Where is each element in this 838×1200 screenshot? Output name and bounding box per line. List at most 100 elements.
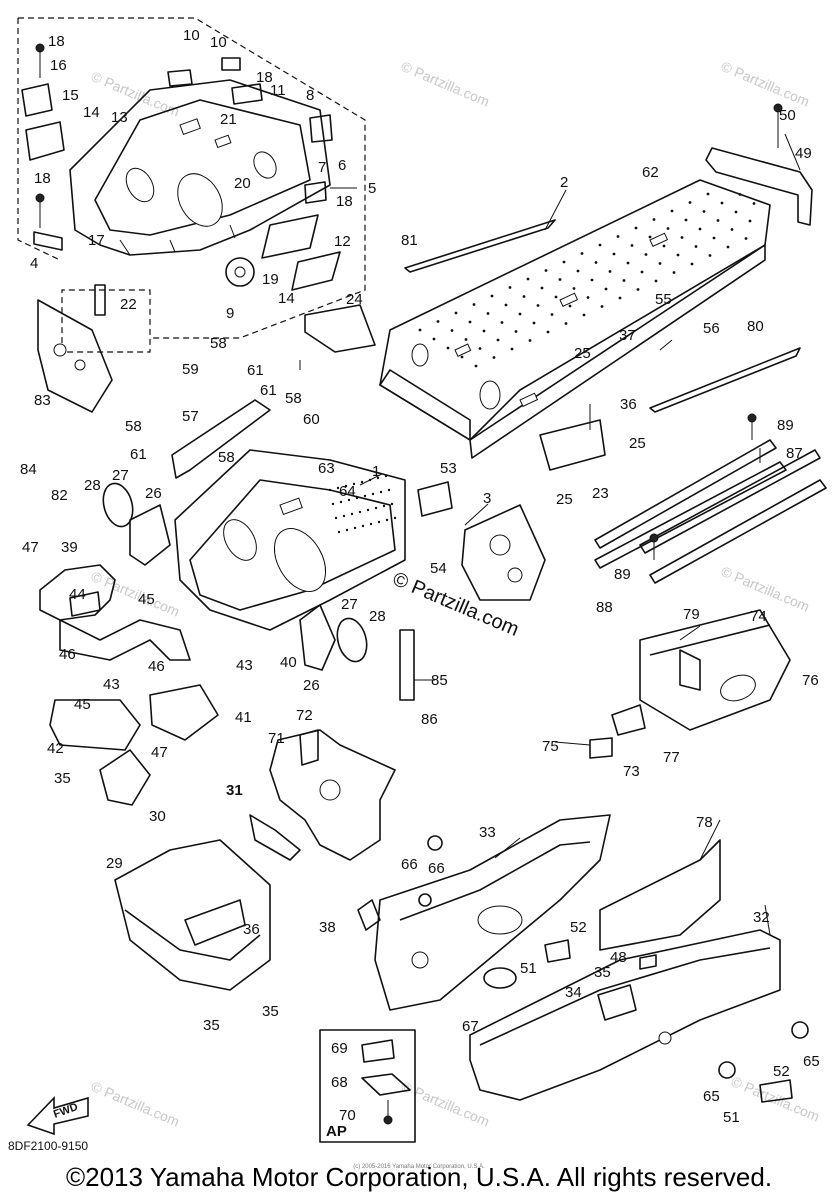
- plate-53: [417, 481, 453, 517]
- rivet-dot: [706, 192, 710, 196]
- rivet-dot: [528, 339, 532, 342]
- callout-79: 79: [683, 606, 700, 623]
- callout-65: 65: [803, 1053, 820, 1070]
- callout-18: 18: [34, 170, 51, 187]
- rails-87-88: [594, 413, 827, 584]
- vent-31: [249, 814, 301, 861]
- callout-46: 46: [148, 658, 165, 675]
- grommet-65b: [718, 1061, 736, 1079]
- callout-45: 45: [138, 591, 155, 608]
- watermark: © Partzilla.com: [719, 563, 812, 615]
- bracket-4-22: [37, 284, 113, 413]
- bracket-24: [304, 304, 376, 353]
- callout-36: 36: [243, 921, 260, 938]
- rivet-dot: [522, 295, 526, 298]
- callout-43: 43: [103, 676, 120, 693]
- callout-28: 28: [369, 608, 386, 625]
- callout-26: 26: [303, 677, 320, 694]
- rivet-dot: [532, 321, 536, 325]
- boot-26-27-left: [102, 482, 171, 566]
- rivet-dot: [382, 504, 386, 508]
- grommet-65a: [791, 1021, 809, 1039]
- rivet-dot: [363, 494, 367, 498]
- callout-64: 64: [339, 483, 356, 500]
- rivet-dot: [712, 236, 716, 240]
- callout-57: 57: [182, 408, 199, 425]
- rivet-dot: [568, 304, 572, 308]
- callout-81: 81: [401, 232, 418, 249]
- callout-66: 66: [401, 856, 418, 873]
- callout-18: 18: [48, 33, 65, 50]
- callout-16: 16: [50, 57, 67, 74]
- callout-54: 54: [430, 560, 447, 577]
- callout-45: 45: [74, 696, 91, 713]
- rivet-dot: [366, 508, 370, 512]
- callout-35: 35: [262, 1003, 279, 1020]
- watermark: © Partzilla.com: [89, 1078, 182, 1130]
- callout-3: 3: [483, 490, 491, 507]
- callout-numbers: 1 2 3 4 5 6 7 8 9 10 10 11 12 13 14 14 1…: [20, 27, 820, 1126]
- rivet-dot: [640, 270, 644, 274]
- rivet-dot: [616, 235, 620, 238]
- callout-10: 10: [210, 34, 227, 51]
- callout-15: 15: [62, 87, 79, 104]
- bolt-70-head: [383, 1115, 393, 1125]
- callout-52: 52: [773, 1063, 790, 1080]
- callout-32: 32: [753, 909, 770, 926]
- callout-35: 35: [54, 770, 71, 787]
- rivet-dot: [390, 502, 394, 506]
- callout-74: 74: [750, 608, 767, 625]
- rivet-dot: [672, 271, 676, 274]
- rivet-dot: [393, 516, 397, 520]
- bracket-23: [539, 419, 606, 471]
- rivet-dot: [690, 262, 694, 266]
- callout-58: 58: [125, 418, 142, 435]
- callout-18: 18: [336, 193, 353, 210]
- rivet-dot: [474, 364, 478, 368]
- callout-35: 35: [203, 1017, 220, 1034]
- callout-55: 55: [655, 291, 672, 308]
- rivet-dot: [361, 524, 365, 528]
- callout-82: 82: [51, 487, 68, 504]
- rivet-dot: [688, 201, 692, 204]
- rivet-dot: [694, 245, 698, 248]
- callout-70: 70: [339, 1107, 356, 1124]
- rivet-dot: [744, 237, 748, 240]
- rivet-dot: [626, 261, 630, 265]
- rivet-dot: [676, 253, 680, 257]
- callout-89: 89: [777, 417, 794, 434]
- plates-12-19-9: [225, 114, 341, 291]
- rivet-dot: [504, 303, 508, 307]
- watermark: © Partzilla.com: [729, 1073, 822, 1125]
- rivet-dot: [698, 227, 702, 231]
- callout-73: 73: [623, 763, 640, 780]
- callout-52: 52: [570, 919, 587, 936]
- callout-14: 14: [83, 104, 100, 121]
- rivet-dot: [360, 480, 364, 484]
- callout-41: 41: [235, 709, 252, 726]
- callout-65: 65: [703, 1088, 720, 1105]
- rivet-dot: [369, 522, 373, 526]
- rivet-dot: [464, 338, 468, 341]
- pad-73: [611, 704, 646, 736]
- rivet-dot: [612, 252, 616, 256]
- bracket-85: [399, 629, 415, 701]
- rivet-dot: [576, 269, 580, 273]
- callout-63: 63: [318, 460, 335, 477]
- callout-18: 18: [256, 69, 273, 86]
- bracket-30: [99, 749, 151, 806]
- rivet-dot: [347, 498, 351, 502]
- rivet-dot: [662, 244, 666, 248]
- watermark: © Partzilla.com: [89, 568, 182, 620]
- bumper-39: [39, 564, 191, 661]
- callout-27: 27: [341, 596, 358, 613]
- clip-48: [639, 954, 657, 970]
- rivet-dot: [748, 219, 752, 223]
- bracket-17: [33, 193, 63, 251]
- callout-61: 61: [260, 382, 277, 399]
- callout-23: 23: [592, 485, 609, 502]
- grommets-10: [167, 57, 263, 105]
- rivet-dot: [648, 235, 652, 239]
- callout-12: 12: [334, 233, 351, 250]
